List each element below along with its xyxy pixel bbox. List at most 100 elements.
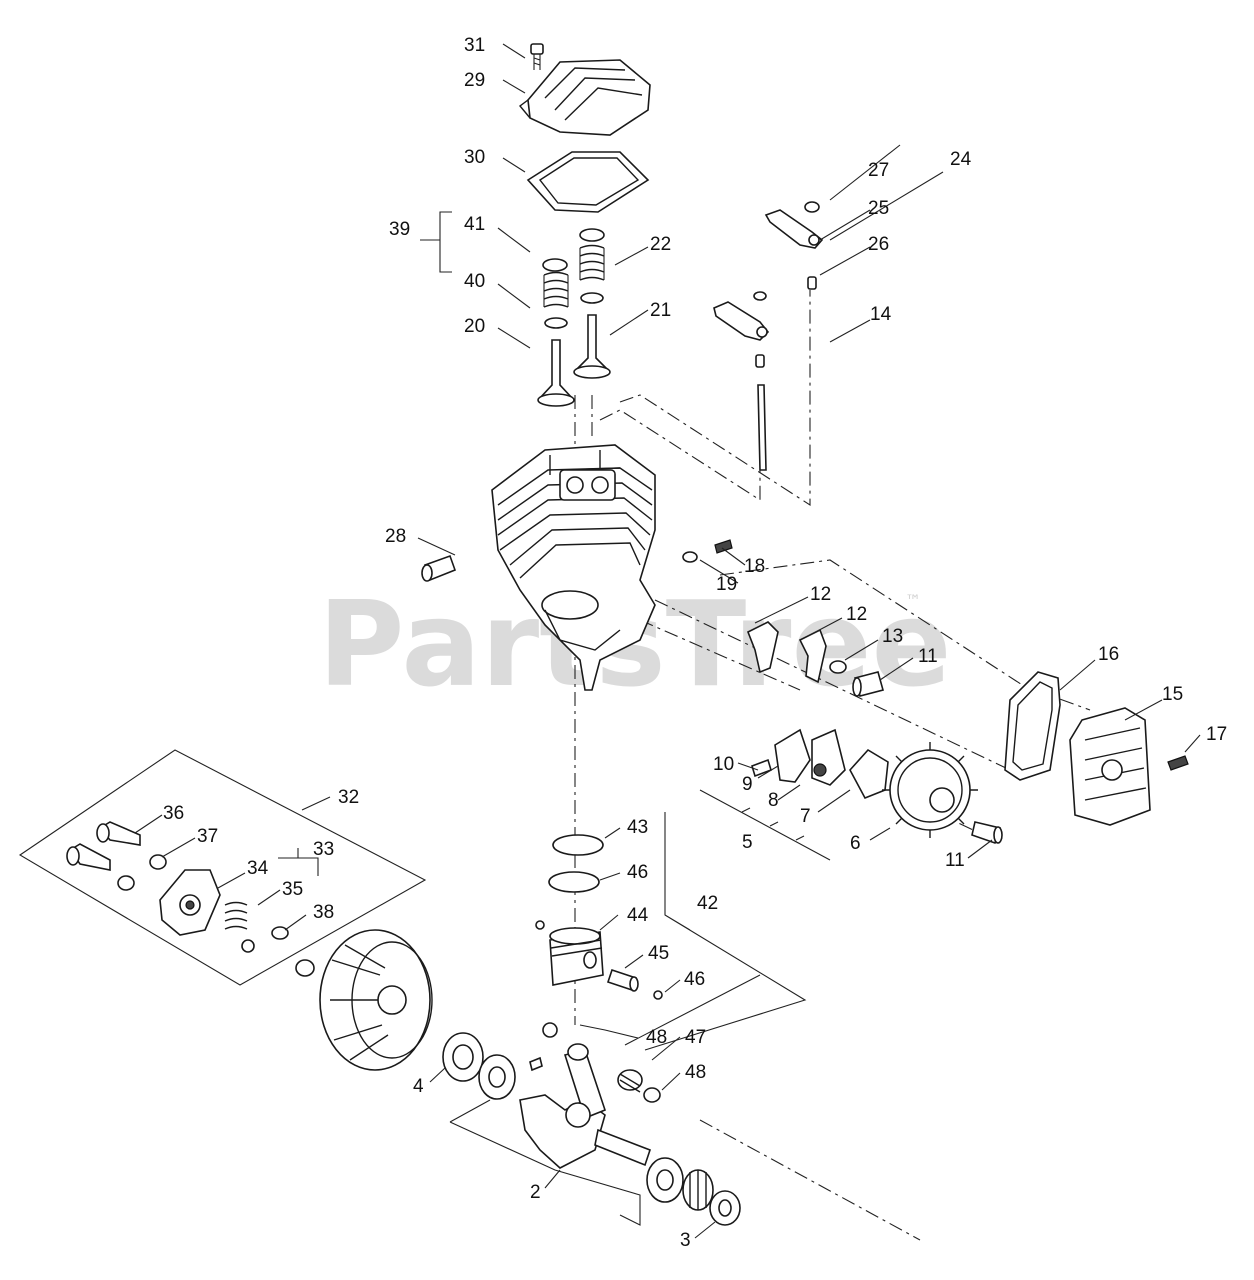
crank-key[interactable] [529,1056,543,1072]
callout-3: 3 [680,1230,691,1251]
pushrod[interactable] [757,384,767,471]
piston-ring-top[interactable] [552,834,604,856]
callout-6: 6 [850,833,861,854]
callout-18: 18 [744,556,765,577]
callout-38: 38 [313,902,334,923]
crank-bearing-left[interactable] [442,1032,484,1082]
callout-7: 7 [800,806,811,827]
cylinder-bolt[interactable] [714,539,733,554]
crankshaft[interactable] [519,1043,652,1169]
callout-31: 31 [464,35,485,56]
cam-pin-lower[interactable] [971,821,1003,845]
clutch-washer-upper[interactable] [149,854,167,870]
watermark-trademark: ™ [905,591,921,610]
piston-pin[interactable] [606,968,639,992]
callout-labels: 31 29 30 39 41 40 20 21 22 27 24 25 26 1… [163,35,1227,1251]
cylinder-washer[interactable] [682,551,698,563]
valve-retainer-right[interactable] [579,228,605,242]
callout-15: 15 [1162,684,1183,705]
callout-45: 45 [648,943,669,964]
valve-seat-left[interactable] [544,317,568,329]
flywheel-nut[interactable] [295,959,315,977]
crankcase-gasket[interactable] [1004,671,1061,781]
callout-25: 25 [868,198,889,219]
cam-plate[interactable] [774,728,811,783]
clutch-bolt-upper[interactable] [96,821,141,846]
callout-39: 39 [389,219,410,240]
callout-9: 9 [742,774,753,795]
rocker-arm-lower[interactable] [713,291,770,341]
callout-13: 13 [882,626,903,647]
clutch-box [18,749,427,986]
callout-40: 40 [464,271,485,292]
adjuster-screw-lower[interactable] [755,354,765,368]
callout-11-lower: 11 [945,850,965,871]
crank-bearing-inner[interactable] [478,1054,516,1100]
callout-14: 14 [870,304,892,325]
callout-32: 32 [338,787,359,808]
cam-pin-upper[interactable] [852,671,884,697]
piston-pin-clip-upper[interactable] [542,1022,558,1038]
callout-41: 41 [464,214,485,235]
valve-retainer-left[interactable] [542,258,568,272]
valve-cover[interactable] [518,59,651,136]
assembly-lines [574,290,1091,1241]
callout-48-upper: 48 [646,1027,667,1048]
exhaust-valve[interactable] [573,314,611,379]
flywheel[interactable] [319,929,433,1071]
cam-bolt[interactable] [751,758,772,778]
intake-valve[interactable] [537,339,575,407]
thrust-washer[interactable] [643,1087,661,1103]
clutch-shoe[interactable] [159,869,221,936]
callout-27: 27 [868,160,889,181]
piston-pin-clip[interactable] [535,920,545,930]
valve-seat-right[interactable] [580,292,604,304]
callout-28: 28 [385,526,406,547]
cam-gear[interactable] [882,742,978,838]
cam-lobe[interactable] [811,728,846,786]
callout-12-upper: 12 [810,584,831,605]
piston[interactable] [549,927,604,986]
callout-19: 19 [716,574,737,595]
clutch-spacer[interactable] [271,926,289,940]
callout-43: 43 [627,817,648,838]
clutch-bolt-lower[interactable] [66,843,111,871]
valve-cover-bolt[interactable] [530,43,544,70]
callout-48-lower: 48 [685,1062,706,1083]
piston-pin-clip-lower[interactable] [653,990,663,1000]
callout-11-upper: 11 [918,646,938,667]
crank-gear[interactable] [682,1169,714,1211]
callout-22: 22 [650,234,671,255]
cam-shaft-bearing[interactable] [849,748,889,800]
needle-bearing[interactable] [617,1069,643,1093]
callout-16: 16 [1098,644,1119,665]
crank-seal[interactable] [709,1190,741,1226]
rocker-arm-upper[interactable] [764,209,824,249]
callout-26: 26 [868,234,889,255]
clutch-spring[interactable] [224,901,248,930]
cylinder-head[interactable] [491,444,656,691]
crank-bearing-right[interactable] [646,1157,684,1203]
dowel-pin[interactable] [421,554,457,582]
callout-33: 33 [313,839,334,860]
callout-36: 36 [163,803,184,824]
piston-ring-second[interactable] [548,871,600,893]
clutch-washer-lower[interactable] [117,875,135,891]
callout-8: 8 [768,790,779,811]
callout-47: 47 [685,1027,706,1048]
shaft-washer[interactable] [829,660,847,674]
callout-37: 37 [197,826,218,847]
head-gasket[interactable] [526,151,650,213]
callout-4: 4 [413,1076,424,1097]
clutch-washer[interactable] [241,939,255,953]
cam-follower-a[interactable] [746,621,779,674]
valve-spring-right[interactable] [579,244,605,281]
valve-spring-left[interactable] [543,271,569,308]
callout-44: 44 [627,905,649,926]
adjuster-screw-upper[interactable] [807,276,817,290]
callout-30: 30 [464,147,485,168]
rocker-nut[interactable] [804,201,820,213]
gear-case-cover[interactable] [1069,707,1151,826]
cover-bolt[interactable] [1167,755,1189,771]
